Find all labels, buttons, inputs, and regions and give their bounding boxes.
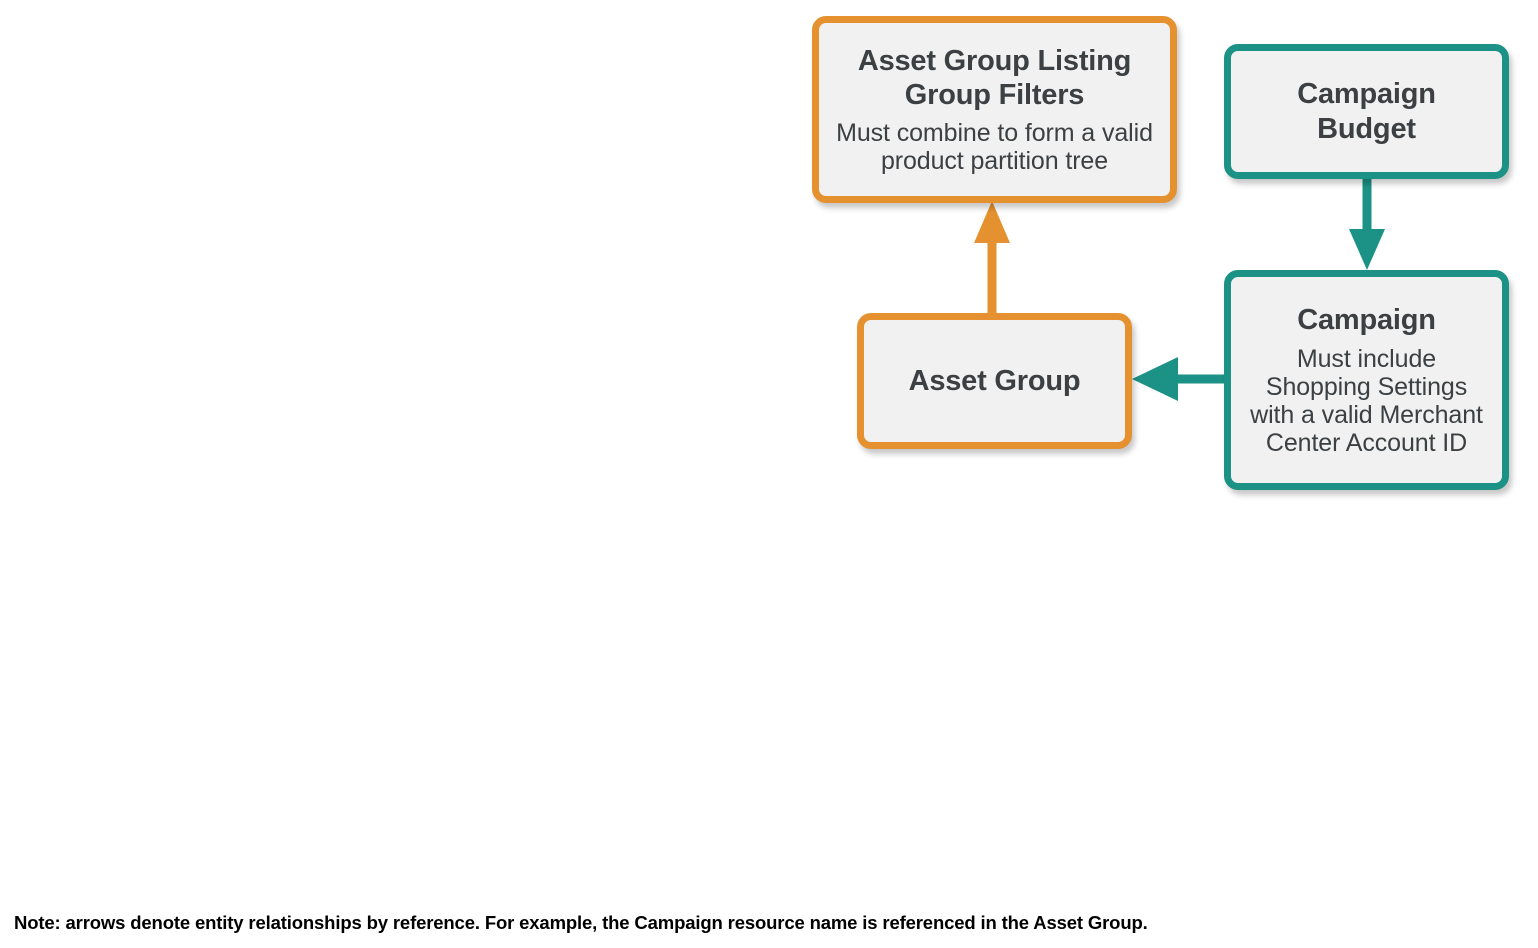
node-title: Campaign — [1297, 304, 1436, 337]
node-title: Campaign Budget — [1297, 78, 1436, 145]
node-title: Asset Group — [908, 364, 1081, 397]
arrowhead-up-orange — [974, 201, 1010, 243]
edge-campaign-budget-to-campaign — [1349, 178, 1385, 270]
arrowhead-left-teal — [1132, 357, 1178, 401]
node-title: Asset Group Listing Group Filters — [857, 44, 1132, 111]
edge-asset-group-to-listing-group-filters — [974, 201, 1010, 314]
arrowhead-down-teal — [1349, 229, 1385, 270]
node-subtitle: Must combine to form a valid product par… — [836, 119, 1153, 176]
edge-campaign-to-asset-group — [1132, 357, 1225, 401]
node-asset-group[interactable]: Asset Group — [857, 313, 1132, 449]
node-subtitle: Must include Shopping Settings with a va… — [1250, 344, 1483, 457]
node-campaign[interactable]: Campaign Must include Shopping Settings … — [1224, 270, 1509, 490]
diagram-footnote: Note: arrows denote entity relationships… — [14, 912, 1148, 933]
node-asset-group-listing-group-filters[interactable]: Asset Group Listing Group Filters Must c… — [812, 16, 1177, 203]
node-campaign-budget[interactable]: Campaign Budget — [1224, 44, 1509, 179]
